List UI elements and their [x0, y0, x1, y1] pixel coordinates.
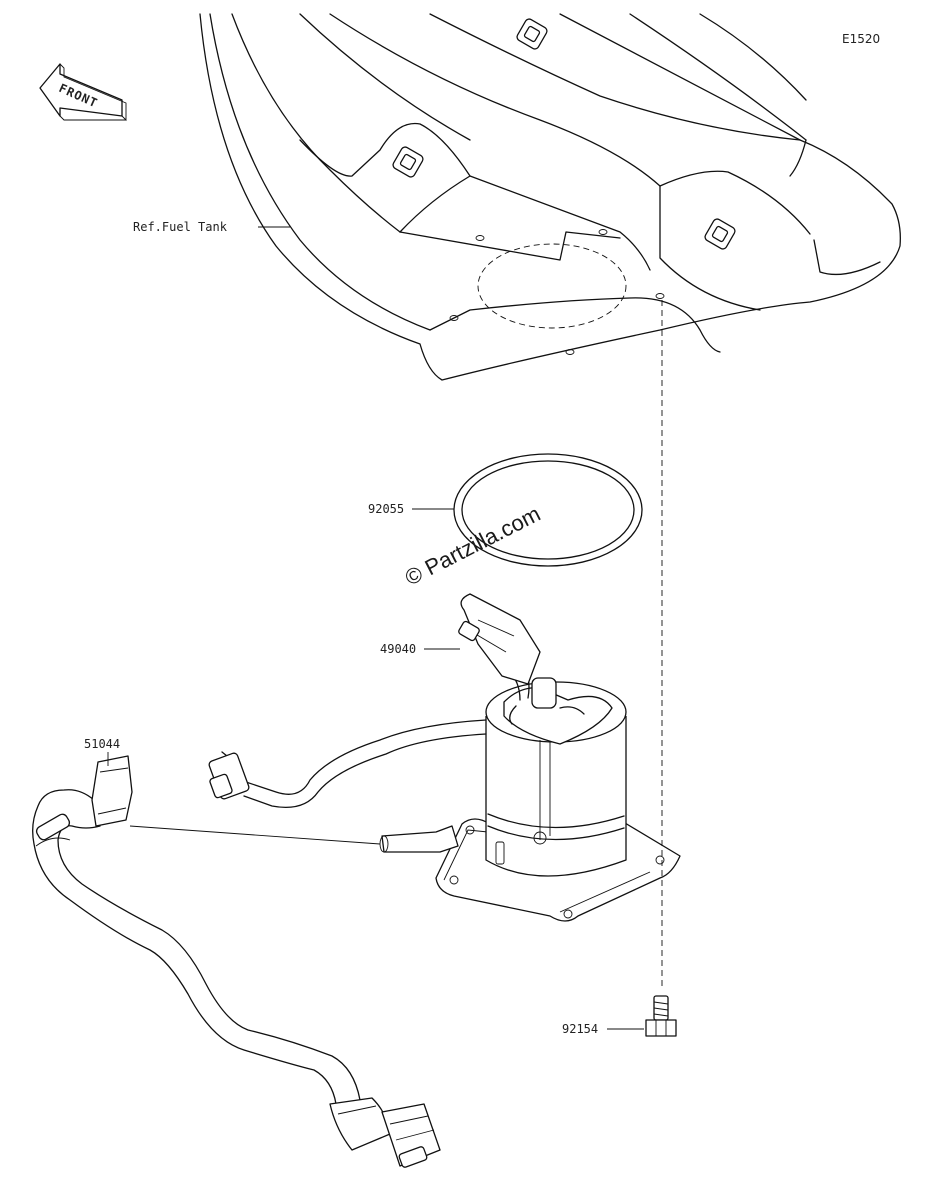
front-arrow-icon: FRONT	[39, 63, 127, 122]
fuel-pump-assembly	[208, 593, 681, 922]
flange-bolt	[645, 995, 677, 1037]
callout-gasket: 92055	[368, 502, 404, 516]
callout-fuel-tank: Ref.Fuel Tank	[133, 220, 228, 234]
watermark: © Partzilla.com	[401, 501, 544, 591]
callout-hose: 51044	[84, 737, 120, 751]
fuel-hose-assembly	[32, 755, 441, 1168]
callout-fuel-pump: 49040	[380, 642, 416, 656]
gasket-ring	[453, 453, 643, 567]
fuel-tank	[199, 13, 901, 381]
diagram-code: E1520	[842, 32, 880, 46]
callout-bolt: 92154	[562, 1022, 598, 1036]
